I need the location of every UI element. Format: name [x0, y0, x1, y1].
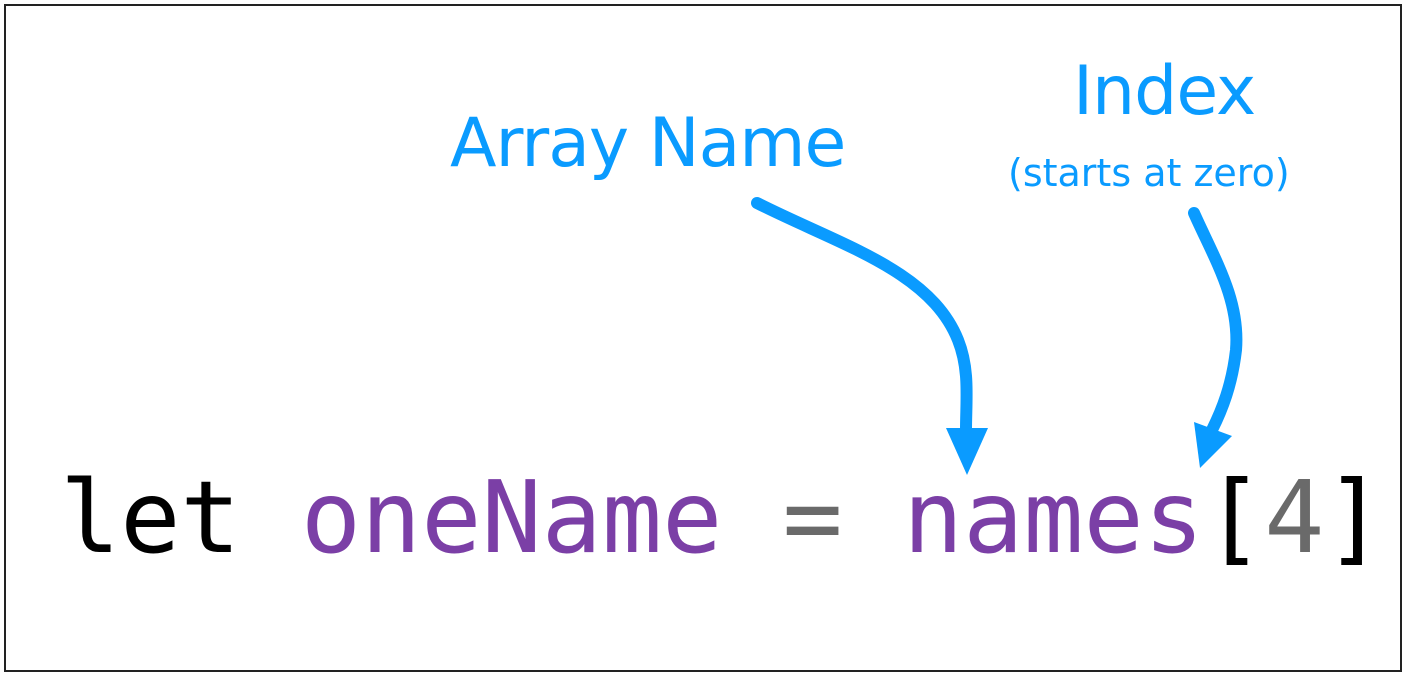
array-name-arrow — [751, 197, 973, 436]
code-array-name: names — [902, 459, 1204, 576]
array-name-label: Array Name — [450, 104, 846, 183]
code-close-bracket: ] — [1324, 459, 1385, 576]
array-name-arrowhead — [946, 428, 988, 475]
index-label: Index — [1073, 52, 1256, 131]
index-arrowhead — [1194, 422, 1232, 468]
code-operator: = — [782, 459, 843, 576]
code-open-bracket: [ — [1203, 459, 1265, 576]
code-variable: oneName — [300, 459, 723, 576]
index-arrow — [1188, 207, 1243, 436]
code-line: let oneName = names[4] — [60, 468, 1385, 568]
index-note-label: (starts at zero) — [1008, 151, 1290, 195]
code-index-value: 4 — [1264, 459, 1325, 576]
diagram-frame — [4, 4, 1402, 672]
code-keyword: let — [60, 459, 241, 576]
